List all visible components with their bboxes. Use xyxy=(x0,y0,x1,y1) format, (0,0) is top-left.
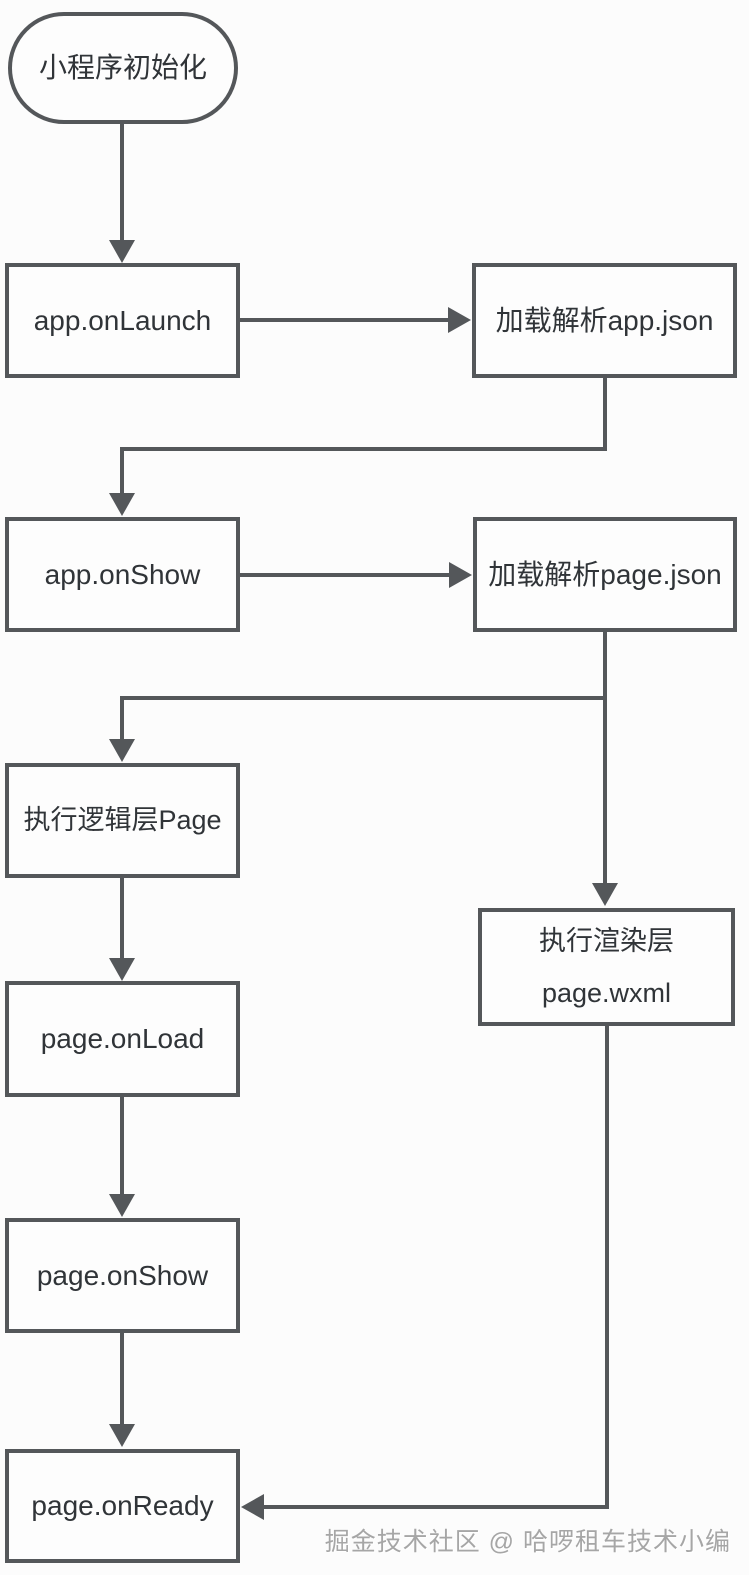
edge-render-onready-line-v xyxy=(605,1026,609,1509)
edge-start-onlaunch-line xyxy=(120,124,124,242)
node-load-page-json-label: 加载解析page.json xyxy=(488,558,722,590)
node-page-onshow-label: page.onShow xyxy=(36,1259,209,1291)
node-page-onready-label: page.onReady xyxy=(31,1490,214,1522)
node-page-onshow: page.onShow xyxy=(5,1218,240,1333)
edge-onlaunch-appjson-arrowhead-icon xyxy=(448,307,471,333)
node-load-page-json: 加载解析page.json xyxy=(473,517,737,632)
edge-logic-onload-arrowhead-icon xyxy=(109,958,135,981)
edge-onlaunch-appjson-line xyxy=(240,318,448,322)
node-start-label: 小程序初始化 xyxy=(38,52,207,84)
node-page-onload-label: page.onLoad xyxy=(40,1023,205,1055)
edge-pagejson-logic-line-h xyxy=(120,696,607,700)
node-exec-render-layer-label-line2: page.wxml xyxy=(541,978,672,1008)
node-page-onload: page.onLoad xyxy=(5,981,240,1097)
edge-onload-pageonshow-arrowhead-icon xyxy=(109,1194,135,1217)
edge-render-onready-arrowhead-icon xyxy=(241,1494,264,1520)
node-start: 小程序初始化 xyxy=(8,12,238,124)
node-load-app-json-label: 加载解析app.json xyxy=(495,304,714,336)
node-exec-render-layer: 执行渲染层 page.wxml xyxy=(478,908,735,1026)
node-exec-logic-page-label: 执行逻辑层Page xyxy=(23,805,222,836)
node-exec-render-layer-label-line1: 执行渲染层 xyxy=(539,925,674,956)
node-app-onlaunch: app.onLaunch xyxy=(5,263,240,378)
node-load-app-json: 加载解析app.json xyxy=(472,263,737,378)
edge-appjson-onshow-line-v1 xyxy=(603,378,607,451)
edge-onshow-pagejson-line xyxy=(240,573,450,577)
edge-onload-pageonshow-line xyxy=(120,1097,124,1196)
edge-appjson-onshow-arrowhead-icon xyxy=(109,493,135,516)
edge-render-onready-line-h xyxy=(262,1505,609,1509)
node-page-onready: page.onReady xyxy=(5,1449,240,1563)
node-app-onlaunch-label: app.onLaunch xyxy=(33,304,212,336)
node-exec-logic-page: 执行逻辑层Page xyxy=(5,763,240,878)
edge-appjson-onshow-line-v2 xyxy=(120,447,124,495)
edge-pagejson-render-line-v xyxy=(603,632,607,885)
edge-appjson-onshow-line-h xyxy=(120,447,607,451)
edge-pagejson-logic-arrowhead-icon xyxy=(109,739,135,762)
edge-pageonshow-onready-line xyxy=(120,1333,124,1426)
edge-start-onlaunch-arrowhead-icon xyxy=(109,240,135,263)
edge-pageonshow-onready-arrowhead-icon xyxy=(109,1424,135,1447)
edge-onshow-pagejson-arrowhead-icon xyxy=(449,562,472,588)
node-app-onshow: app.onShow xyxy=(5,517,240,632)
edge-pagejson-render-arrowhead-icon xyxy=(592,883,618,906)
edge-pagejson-logic-line-v xyxy=(120,696,124,740)
edge-logic-onload-line xyxy=(120,878,124,960)
node-app-onshow-label: app.onShow xyxy=(44,558,201,590)
watermark-text: 掘金技术社区 @ 哈啰租车技术小编 xyxy=(324,1528,731,1556)
